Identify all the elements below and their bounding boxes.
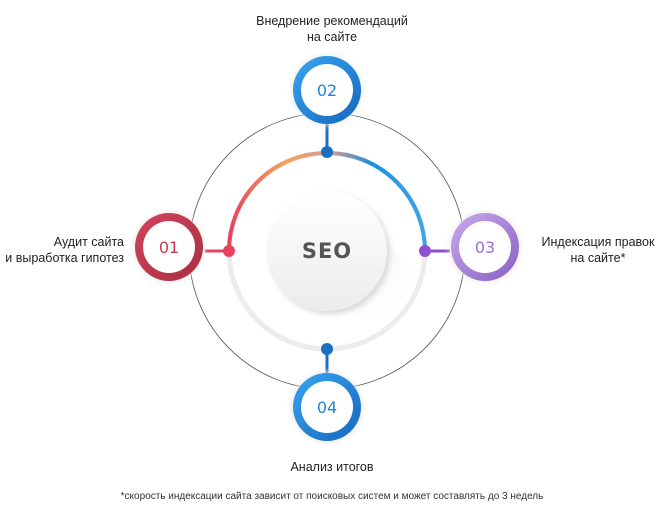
step-node-03: 03 <box>450 212 520 282</box>
dot-03 <box>419 245 431 257</box>
step-node-01: 01 <box>134 212 204 282</box>
step-number-02: 02 <box>317 81 337 100</box>
step-label-03: Индексация правок на сайте* <box>541 235 655 265</box>
center-label: SEO <box>302 239 352 263</box>
dot-02 <box>321 146 333 158</box>
footnote: *скорость индексации сайта зависит от по… <box>120 491 544 502</box>
step-label-02: Внедрение рекомендаций на сайте <box>256 14 408 44</box>
step-node-04: 04 <box>292 372 362 442</box>
step-label-01: Аудит сайта и выработка гипотез <box>5 235 124 265</box>
step-number-03: 03 <box>475 238 495 257</box>
dot-01 <box>223 245 235 257</box>
step-label-04: Анализ итогов <box>290 460 374 474</box>
dot-04 <box>321 343 333 355</box>
step-number-01: 01 <box>159 238 179 257</box>
step-node-02: 02 <box>292 55 362 125</box>
center-disk <box>267 191 387 311</box>
step-number-04: 04 <box>317 398 337 417</box>
